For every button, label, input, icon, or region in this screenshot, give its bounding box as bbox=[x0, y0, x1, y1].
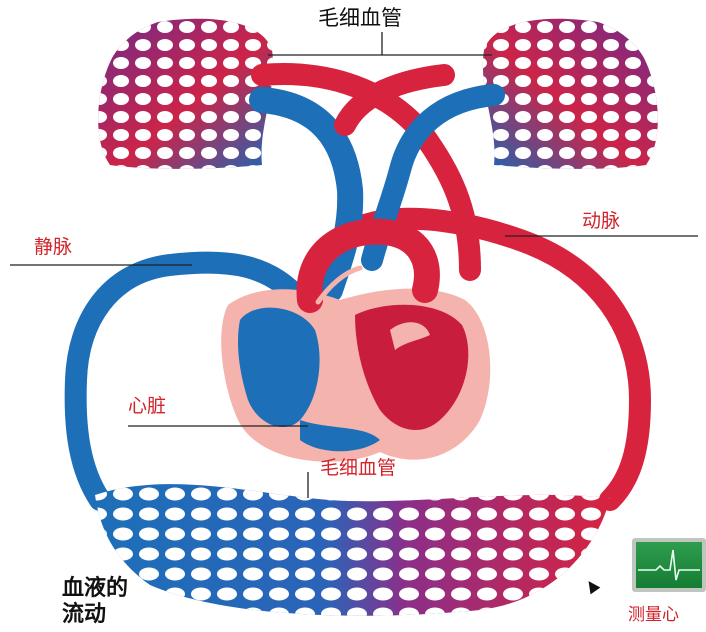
label-capillary-bottom: 毛细血管 bbox=[320, 459, 396, 478]
measure-heart-link[interactable]: 测量心 bbox=[628, 607, 679, 624]
heart-monitor-button[interactable] bbox=[632, 538, 706, 592]
caption-blood-flow-line2: 流动 bbox=[62, 604, 106, 626]
label-vein: 静脉 bbox=[34, 238, 72, 257]
label-artery: 动脉 bbox=[582, 212, 620, 231]
ecg-wave-icon bbox=[636, 542, 702, 588]
ecg-screen bbox=[636, 542, 702, 588]
label-capillary-top: 毛细血管 bbox=[318, 8, 402, 29]
caption-blood-flow-line1: 血液的 bbox=[62, 578, 128, 600]
label-heart: 心脏 bbox=[128, 397, 166, 416]
right-lung-capillaries bbox=[483, 19, 658, 169]
left-lung-capillaries bbox=[98, 19, 273, 169]
body-capillaries bbox=[90, 470, 620, 628]
